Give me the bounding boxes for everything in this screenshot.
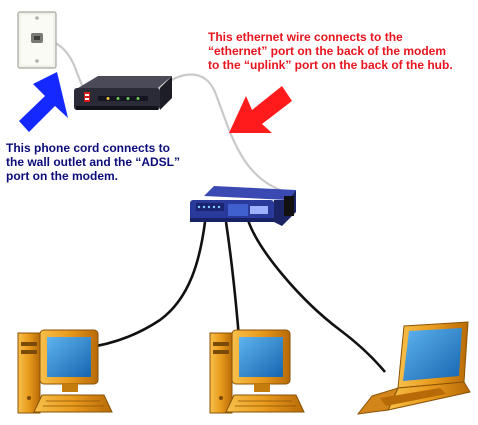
note-line: to the “uplink” port on the back of the …	[208, 58, 453, 72]
blue-arrow	[19, 72, 68, 132]
note-line: “ethernet” port on the back of the modem	[208, 44, 447, 58]
hub-to-laptop-cable	[246, 219, 386, 373]
desktop-computer-icon	[17, 329, 113, 414]
ethernet-wire-note: This ethernet wire connects to the “ethe…	[208, 30, 476, 72]
hub-to-computer-1-cable	[83, 221, 207, 350]
network-hub-icon	[190, 186, 296, 226]
note-line: This phone cord connects to	[6, 141, 171, 155]
wall-outlet-icon	[17, 11, 57, 69]
desktop-computer-icon	[209, 329, 305, 414]
note-line: the wall outlet and the “ADSL”	[6, 155, 181, 169]
laptop-icon	[356, 321, 471, 415]
adsl-modem-icon	[74, 76, 172, 110]
phone-cord-note: This phone cord connects to the wall out…	[6, 141, 196, 183]
note-line: This ethernet wire connects to the	[208, 30, 403, 44]
red-arrow	[229, 86, 292, 133]
note-line: port on the modem.	[6, 169, 118, 183]
